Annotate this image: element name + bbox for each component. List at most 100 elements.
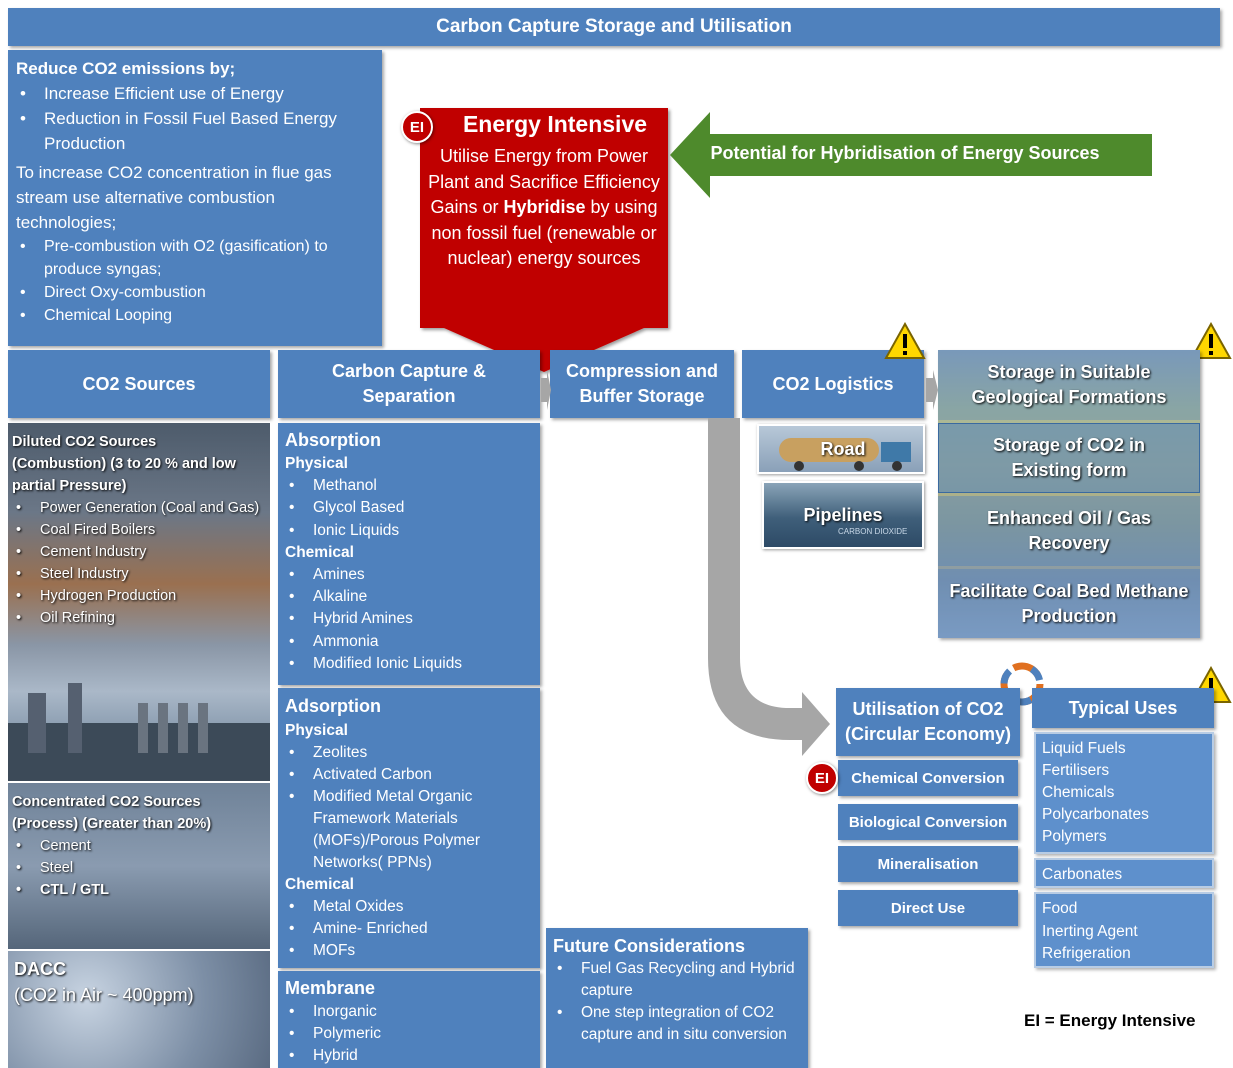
hybridisation-label: Potential for Hybridisation of Energy So… (710, 143, 1100, 163)
typical-uses-group2: Carbonates (1034, 858, 1214, 888)
future-panel: Future Considerations Fuel Gas Recycling… (546, 928, 808, 1068)
storage-panel: Storage in Suitable Geological Formation… (938, 350, 1200, 638)
compression-header: Compression and Buffer Storage (550, 350, 734, 418)
ei-badge: EI (401, 111, 433, 143)
list-item: Chemical Looping (16, 304, 374, 327)
dacc-panel: DACC (CO2 in Air ~ 400ppm) (8, 951, 270, 1068)
road-card: Road (757, 424, 925, 474)
list-item: Methanol (285, 475, 533, 497)
list-item: Polymeric (285, 1023, 533, 1045)
reduce-emissions-panel: Reduce CO2 emissions by; Increase Effici… (8, 50, 382, 346)
storage-geological: Storage in Suitable Geological Formation… (938, 350, 1200, 420)
concentrated-sources-panel: Concentrated CO2 Sources (Process) (Grea… (8, 783, 270, 949)
list-item: Alkaline (285, 586, 533, 608)
use-item: Refrigeration (1042, 945, 1131, 962)
compression-label: Compression and Buffer Storage (565, 361, 719, 406)
adsorption-chemical-list: Metal Oxides Amine- Enriched MOFs (285, 896, 533, 962)
energy-intensive-arrow (420, 108, 668, 372)
typical-uses-header: Typical Uses (1032, 688, 1214, 728)
list-item: CTL / GTL (12, 879, 266, 901)
list-item: MOFs (285, 940, 533, 962)
power-plant-image (8, 683, 270, 781)
list-item: Activated Carbon (285, 764, 533, 786)
use-item: Carbonates (1042, 866, 1123, 883)
list-item: Oil Refining (12, 607, 266, 629)
road-label: Road (820, 439, 866, 459)
reduce-heading: Reduce CO2 emissions by; (16, 59, 236, 78)
concentrated-heading: Concentrated CO2 Sources (Process) (Grea… (12, 794, 212, 832)
ei-badge-text: EI (409, 118, 425, 136)
absorption-physical: Physical (285, 455, 348, 472)
diluted-list: Power Generation (Coal and Gas) Coal Fir… (12, 497, 266, 629)
list-item: Steel (12, 857, 266, 879)
use-item: Food (1042, 900, 1078, 917)
diluted-text: Diluted CO2 Sources (Combustion) (3 to 2… (12, 431, 266, 629)
storage-cbm-label: Facilitate Coal Bed Methane Production (949, 580, 1189, 626)
ei-badge-utilisation-text: EI (814, 769, 830, 787)
list-item: Direct Oxy-combustion (16, 281, 374, 304)
future-list: Fuel Gas Recycling and Hybrid capture On… (553, 958, 801, 1046)
typical-uses-group1: Liquid Fuels Fertilisers Chemicals Polyc… (1034, 732, 1214, 854)
circular-economy-icon (1000, 662, 1044, 706)
biological-conversion-label: Biological Conversion (848, 813, 1008, 831)
reduce-list-2: Pre-combustion with O2 (gasification) to… (16, 235, 374, 327)
list-item: Modified Ionic Liquids (285, 653, 533, 675)
list-item: Amines (285, 564, 533, 586)
adsorption-physical-list: Zeolites Activated Carbon Modified Metal… (285, 742, 533, 874)
list-item: Inorganic (285, 1001, 533, 1023)
use-item: Fertilisers (1042, 762, 1110, 779)
absorption-title: Absorption (285, 430, 381, 450)
concentrated-text: Concentrated CO2 Sources (Process) (Grea… (12, 791, 266, 901)
storage-eor: Enhanced Oil / Gas Recovery (938, 496, 1200, 566)
adsorption-physical: Physical (285, 722, 348, 739)
use-item: Liquid Fuels (1042, 740, 1126, 757)
warning-icon (884, 322, 926, 359)
ei-bold: Hybridise (503, 197, 586, 217)
absorption-chemical: Chemical (285, 543, 354, 561)
pipe-caption: CARBON DIOXIDE (838, 527, 908, 536)
diluted-heading: Diluted CO2 Sources (Combustion) (3 to 2… (12, 434, 236, 494)
pipelines-label: Pipelines (803, 505, 883, 525)
storage-existing: Storage of CO2 in Existing form (938, 423, 1200, 493)
utilisation-label: Utilisation of CO2 (Circular Economy) (844, 699, 1012, 744)
page-title-text: Carbon Capture Storage and Utilisation (436, 16, 792, 37)
warning-icon (1190, 322, 1232, 359)
list-item: One step integration of CO2 capture and … (553, 1002, 801, 1046)
adsorption-panel: Adsorption Physical Zeolites Activated C… (278, 688, 540, 968)
ei-badge-utilisation: EI (806, 762, 838, 794)
membrane-title: Membrane (285, 978, 376, 998)
energy-intensive-title: Energy Intensive (462, 111, 648, 137)
reduce-intro: To increase CO2 concentration in flue ga… (16, 163, 332, 232)
adsorption-chemical: Chemical (285, 876, 354, 893)
storage-eor-label: Enhanced Oil / Gas Recovery (986, 508, 1152, 553)
energy-intensive-body: Utilise Energy from Power Plant and Sacr… (420, 144, 668, 272)
logistics-header: CO2 Logistics (742, 350, 924, 418)
biological-conversion-box: Biological Conversion (838, 804, 1018, 840)
list-item: Cement (12, 835, 266, 857)
absorption-chemical-list: Amines Alkaline Hybrid Amines Ammonia Mo… (285, 564, 533, 675)
utilisation-header: Utilisation of CO2 (Circular Economy) (836, 688, 1020, 756)
membrane-panel: Membrane Inorganic Polymeric Hybrid (278, 971, 540, 1068)
list-item: Amine- Enriched (285, 918, 533, 940)
use-item: Polymers (1042, 828, 1107, 845)
list-item: Increase Efficient use of Energy (16, 81, 374, 106)
pipelines-card: Pipelines CARBON DIOXIDE (762, 481, 924, 549)
list-item: Modified Metal Organic Framework Materia… (285, 786, 533, 874)
logistics-label: CO2 Logistics (772, 373, 894, 394)
reduce-list-1: Increase Efficient use of Energy Reducti… (16, 81, 374, 156)
list-item: Pre-combustion with O2 (gasification) to… (16, 235, 374, 281)
list-item: Hybrid (285, 1045, 533, 1067)
membrane-list: Inorganic Polymeric Hybrid (285, 1001, 533, 1067)
dacc-title: DACC (14, 959, 66, 979)
energy-intensive-text: Energy Intensive Utilise Energy from Pow… (420, 108, 668, 318)
storage-cbm: Facilitate Coal Bed Methane Production (938, 569, 1200, 638)
dacc-sub: (CO2 in Air ~ 400ppm) (14, 985, 194, 1005)
list-item: Steel Industry (12, 563, 266, 585)
list-item: Hybrid Amines (285, 608, 533, 630)
typical-uses-label: Typical Uses (1068, 697, 1178, 718)
storage-geological-label: Storage in Suitable Geological Formation… (971, 362, 1167, 407)
absorption-physical-list: Methanol Glycol Based Ionic Liquids (285, 475, 533, 542)
use-item: Inerting Agent (1042, 922, 1138, 940)
list-item: Fuel Gas Recycling and Hybrid capture (553, 958, 801, 1002)
absorption-panel: Absorption Physical Methanol Glycol Base… (278, 423, 540, 685)
